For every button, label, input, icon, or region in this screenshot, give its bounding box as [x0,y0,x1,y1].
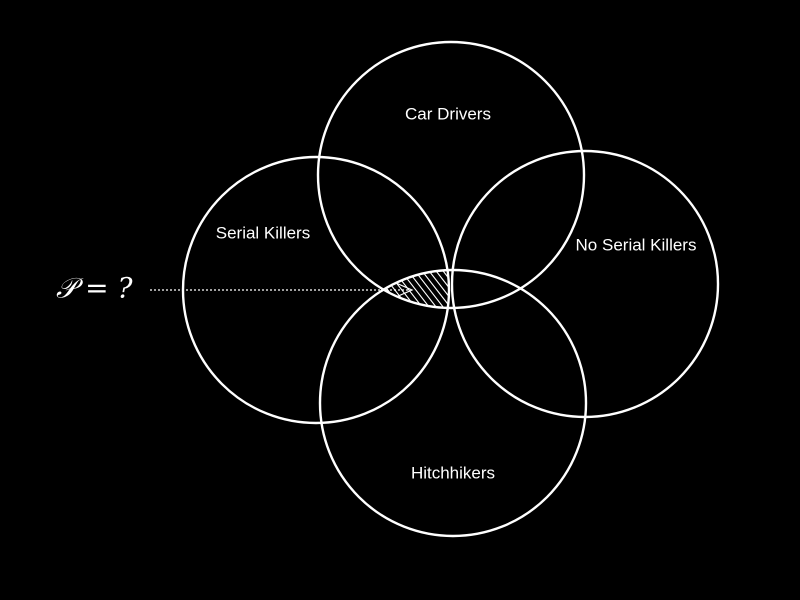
hatch-stroke [461,240,531,330]
hatch-stroke [320,270,385,308]
hatch-stroke [383,270,449,308]
hatch-stroke [439,270,449,308]
label-no-serial-killers: No Serial Killers [576,235,697,254]
hatch-stroke [404,270,449,308]
hatch-stroke [369,270,441,308]
hatch-stroke [320,270,392,308]
hatch-stroke [376,270,448,308]
hatch-stroke [320,270,378,308]
circle-hitchhikers [318,268,588,538]
hatched-intersection-region [320,240,531,330]
hatch-stroke [397,270,449,308]
circle-no-serial-killers [450,149,720,419]
hatch-stroke [425,270,449,308]
label-serial-killers: Serial Killers [216,223,310,242]
circle-car-drivers [316,40,586,310]
hatch-stroke [446,270,449,308]
label-hitchhikers: Hitchhikers [411,463,495,482]
pointer-arrowhead [395,282,414,298]
hatch-stroke [418,270,449,308]
hatch-stroke [411,270,449,308]
hatch-stroke [390,270,449,308]
hatch-stroke [348,270,420,308]
hatch-stroke [334,270,406,308]
label-car-drivers: Car Drivers [405,104,491,123]
probability-formula: 𝒫 = ? [56,272,133,305]
hatch-stroke [327,270,399,308]
hatch-stroke [320,270,371,308]
hatch-stroke [362,270,434,308]
